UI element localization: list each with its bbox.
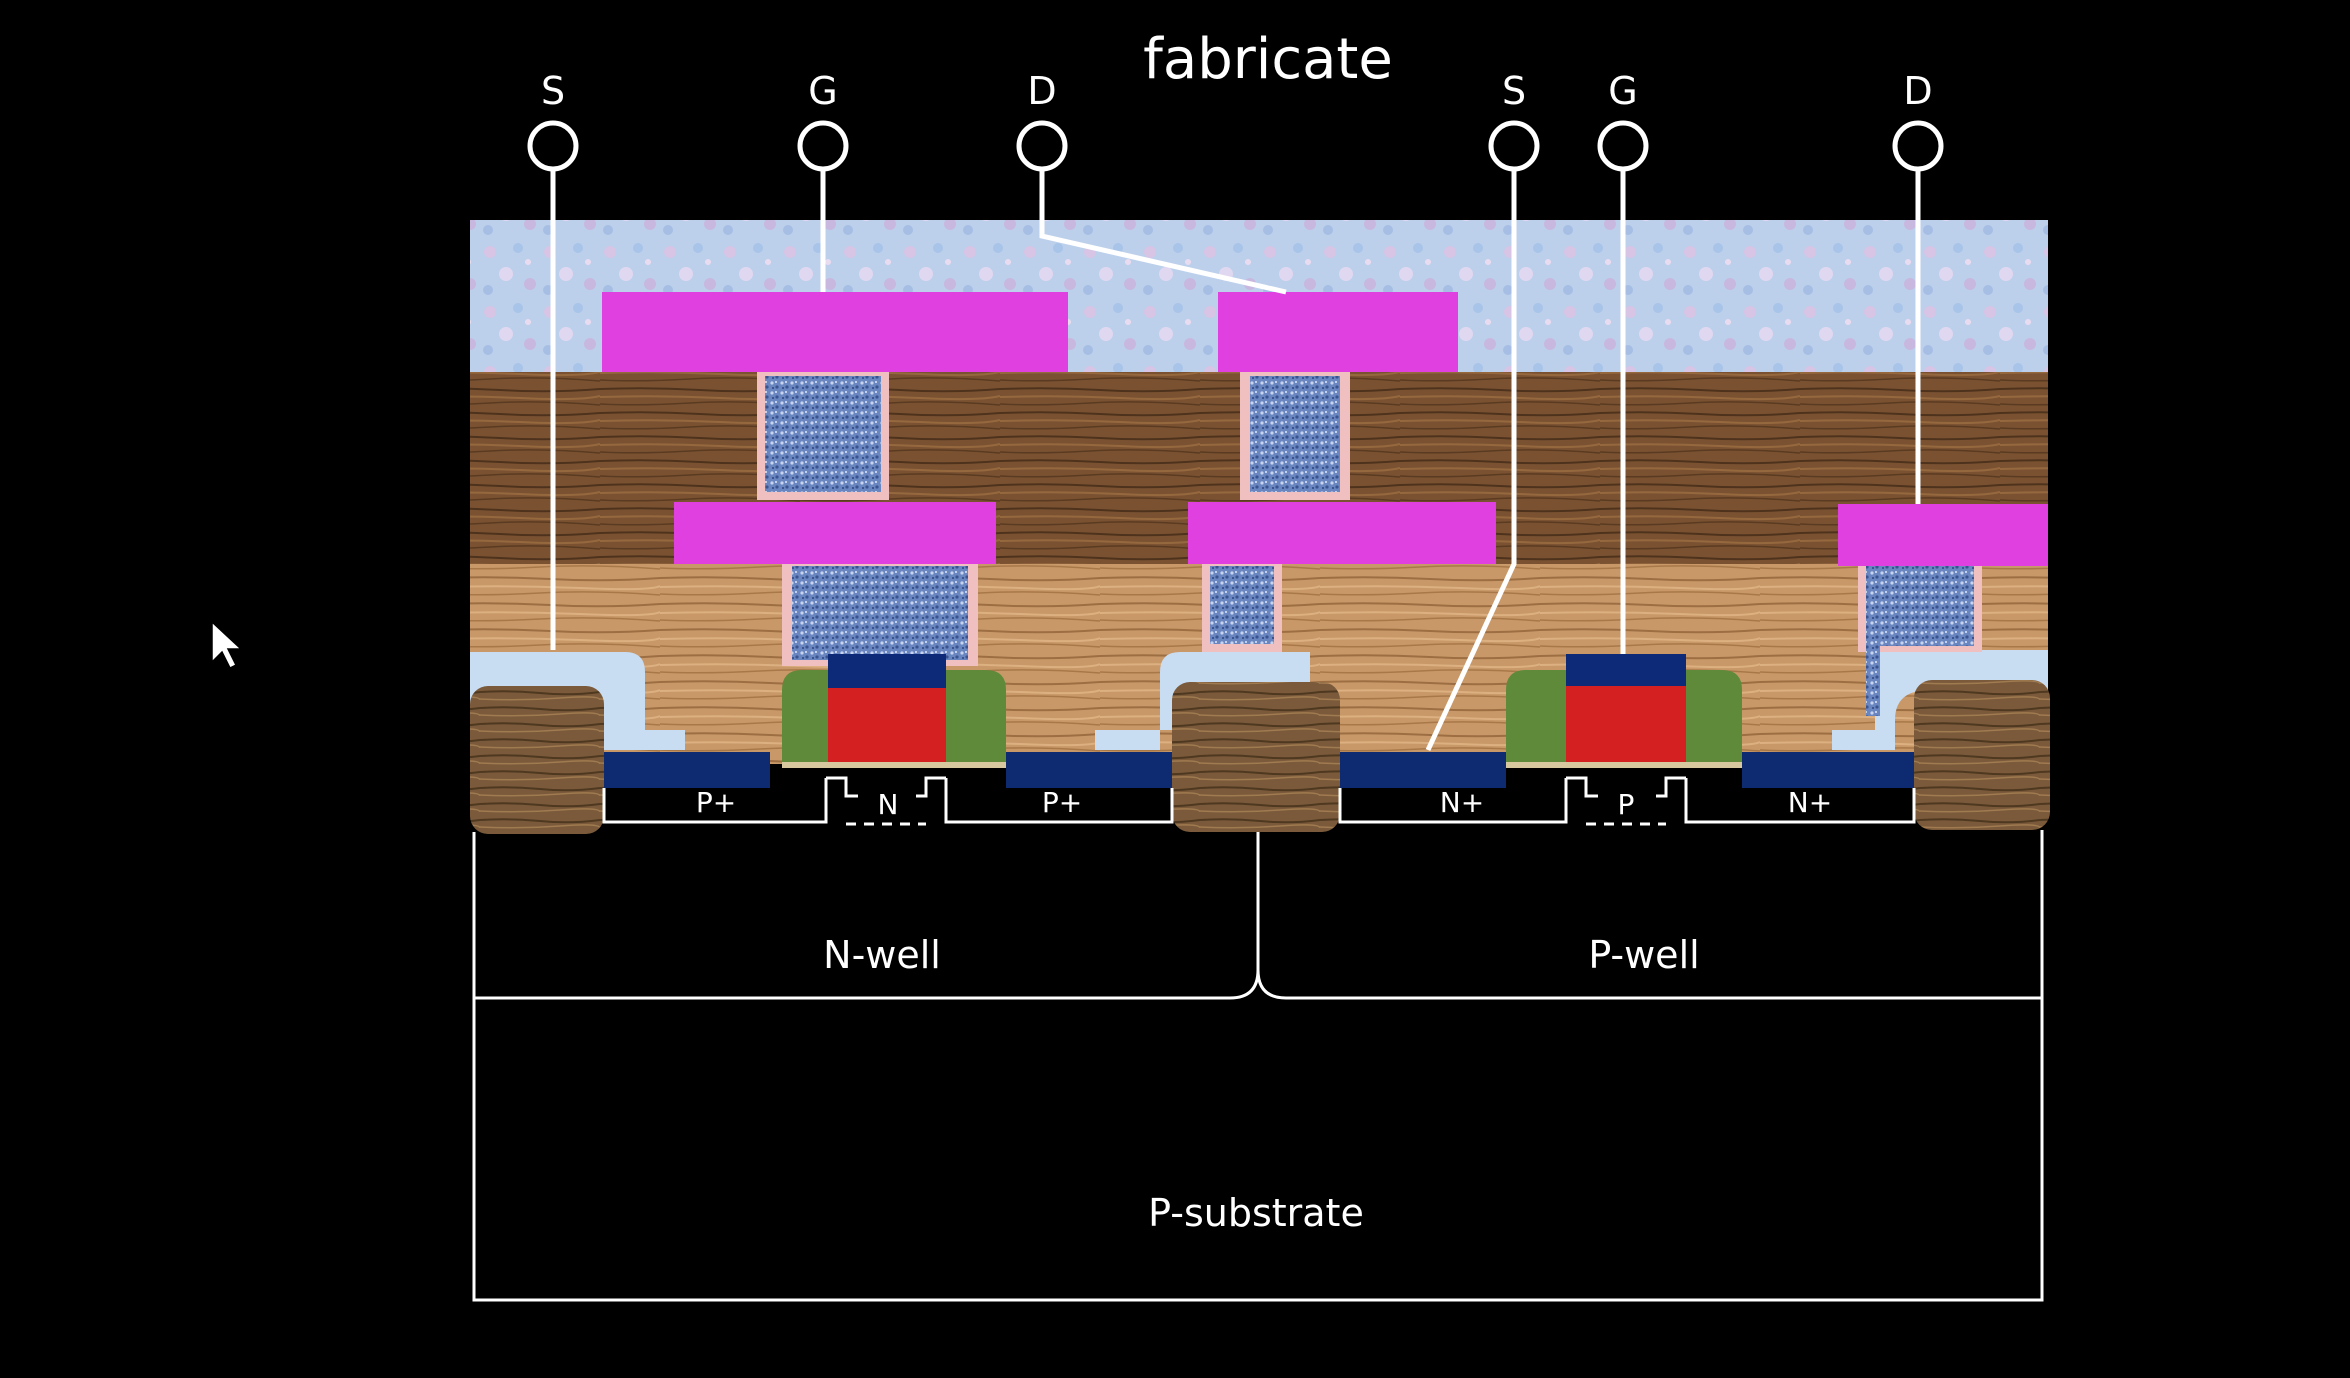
nmos-source-wire xyxy=(1425,170,1517,752)
diagram-title: fabricate xyxy=(1143,27,1393,92)
pmos-drain-terminal-label: D xyxy=(1027,69,1056,113)
pmos-gate-cap xyxy=(828,654,946,688)
pmos-gate-terminal-label: G xyxy=(808,69,837,113)
silicon-outlines xyxy=(472,776,2044,1302)
nmos-drain-terminal xyxy=(1892,120,1944,172)
metal1-middle xyxy=(1188,502,1496,564)
pmos-gate-oxide xyxy=(782,762,1006,768)
sti-middle xyxy=(1172,682,1340,832)
nmos-source-silicide xyxy=(1340,752,1506,788)
pmos-source-terminal xyxy=(527,120,579,172)
n-well-label: N-well xyxy=(823,933,941,977)
pmos-drain-diffusion-label: P+ xyxy=(1042,786,1082,819)
nmos-gate-terminal-label: G xyxy=(1608,69,1637,113)
pmos-source-diffusion-label: P+ xyxy=(696,786,736,819)
arrow-cursor-icon xyxy=(211,620,243,670)
pmos-drain-wire xyxy=(1039,170,1287,295)
via1-nmos-drain-stem xyxy=(1866,646,1880,716)
nmos-source-diffusion-label: N+ xyxy=(1440,786,1484,819)
terminal-wires xyxy=(550,170,1921,752)
nmos-gate-terminal xyxy=(1597,120,1649,172)
nmos-gate-cap xyxy=(1566,654,1686,686)
pmos-gate-terminal xyxy=(797,120,849,172)
pmos-drain-terminal xyxy=(1016,120,1068,172)
p-substrate-label: P-substrate xyxy=(1148,1191,1364,1235)
sti-left xyxy=(470,686,604,834)
metal2-left xyxy=(602,292,1068,372)
via2-right xyxy=(1250,376,1340,492)
pmos-polysilicon-gate xyxy=(828,688,946,762)
nmos-drain-diffusion-label: N+ xyxy=(1788,786,1832,819)
pmos-drain-contact-liner xyxy=(1095,652,1310,750)
metal1-left xyxy=(674,502,996,564)
nmos-gate-oxide xyxy=(1506,762,1742,768)
nmos-source-terminal xyxy=(1488,120,1540,172)
pmos-source-terminal-label: S xyxy=(541,69,565,113)
nmos-drain-terminal-label: D xyxy=(1903,69,1932,113)
nmos-polysilicon-gate xyxy=(1566,686,1686,762)
nmos-channel-label: P xyxy=(1618,788,1635,821)
pmos-channel-label: N xyxy=(878,788,899,821)
pmos-drain-silicide xyxy=(1006,752,1172,788)
metal2-right xyxy=(1218,292,1458,372)
via1-pmos-gate xyxy=(792,566,968,660)
nmos-source-terminal-label: S xyxy=(1502,69,1526,113)
via1-nmos-drain xyxy=(1866,566,1974,646)
sti-right xyxy=(1914,680,2050,830)
pmos-source-silicide xyxy=(604,752,770,788)
nmos-drain-contact-liner xyxy=(1832,650,2048,750)
p-well-label: P-well xyxy=(1588,933,1699,977)
via1-middle xyxy=(1210,566,1274,644)
via2-left xyxy=(765,376,881,492)
nmos-drain-silicide xyxy=(1742,752,1914,788)
metal1-right xyxy=(1838,504,2048,566)
